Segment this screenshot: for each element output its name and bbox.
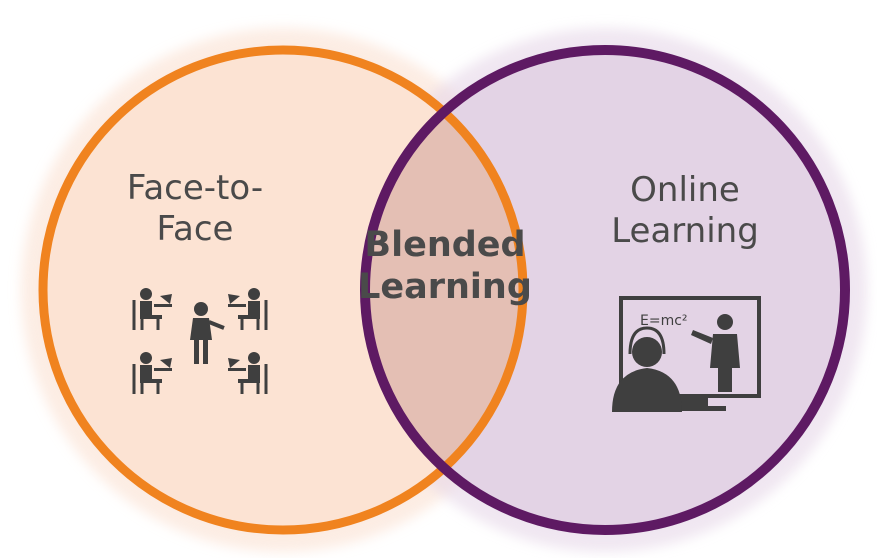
online-line1: Online — [630, 170, 740, 210]
blended-line2: Learning — [358, 267, 532, 307]
face-to-face-line2: Face — [156, 208, 234, 249]
overlap-fill — [365, 50, 523, 530]
blended-learning-label: Blended Learning — [340, 224, 550, 308]
blended-line1: Blended — [364, 225, 526, 265]
online-learning-label: Online Learning — [585, 170, 785, 252]
right-circle-ring — [360, 45, 850, 535]
board-equation: E=mc² — [640, 313, 688, 329]
video-lecture-icon: E=mc² — [612, 296, 761, 412]
left-circle-ring — [38, 45, 528, 535]
classroom-people-icon — [132, 288, 268, 394]
face-to-face-label: Face-to- Face — [95, 168, 295, 250]
face-to-face-line1: Face-to- — [126, 168, 264, 208]
online-line2: Learning — [611, 210, 759, 251]
